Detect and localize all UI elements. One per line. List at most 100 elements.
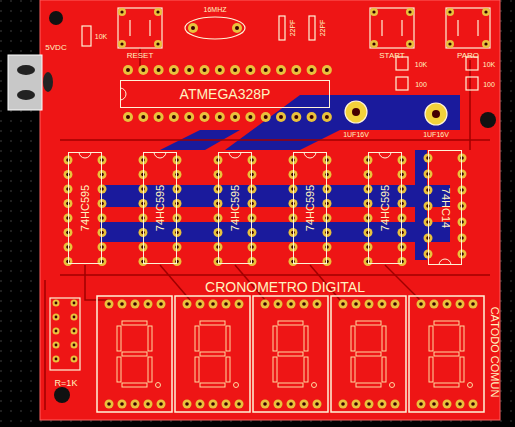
pad xyxy=(222,400,231,409)
pad xyxy=(307,65,317,75)
chip-label: 74HC595 xyxy=(230,185,241,231)
pad xyxy=(446,8,454,16)
pad xyxy=(443,400,452,409)
pad xyxy=(482,8,490,16)
pad xyxy=(98,156,107,165)
pad xyxy=(398,228,407,237)
pad xyxy=(339,300,348,309)
drill-hole xyxy=(460,172,464,176)
pad xyxy=(323,156,332,165)
pad xyxy=(98,199,107,208)
drill-hole xyxy=(55,302,58,305)
bottom-traces xyxy=(100,95,460,260)
silkscreen-label: PARO xyxy=(457,52,479,60)
silkscreen-label: 22PF xyxy=(289,20,296,37)
pad xyxy=(215,112,225,122)
drill-hole xyxy=(289,402,293,406)
drill-hole xyxy=(172,115,176,119)
drill-hole xyxy=(224,302,228,306)
drill-hole xyxy=(471,402,475,406)
drill-hole xyxy=(302,402,306,406)
pad xyxy=(53,314,60,321)
drill-hole xyxy=(372,10,375,13)
drill-hole xyxy=(146,402,150,406)
pad xyxy=(71,314,78,321)
drill-hole xyxy=(175,202,179,206)
pad xyxy=(71,328,78,335)
pad xyxy=(248,243,257,252)
pad xyxy=(245,65,255,75)
drill-hole xyxy=(218,115,222,119)
pad xyxy=(406,40,414,48)
pad xyxy=(183,300,192,309)
drill-hole xyxy=(175,173,179,177)
pad xyxy=(391,400,400,409)
drill-hole xyxy=(393,402,397,406)
power-connector xyxy=(8,55,53,110)
silkscreen-label: 1UF16V xyxy=(423,131,449,138)
drill-hole xyxy=(157,68,161,72)
pad xyxy=(169,112,179,122)
pad xyxy=(378,400,387,409)
pad xyxy=(323,185,332,194)
pad xyxy=(183,400,192,409)
ic-package: 74HC595 xyxy=(143,152,177,264)
drill-hole xyxy=(460,220,464,224)
drill-hole xyxy=(354,302,358,306)
drill-hole xyxy=(250,158,254,162)
drill-hole xyxy=(263,302,267,306)
drill-hole xyxy=(432,302,436,306)
chip-label: 74HC595 xyxy=(80,185,91,231)
pad xyxy=(443,300,452,309)
drill-hole xyxy=(120,42,123,45)
pad xyxy=(458,250,467,259)
drill-hole xyxy=(460,156,464,160)
pad xyxy=(248,199,257,208)
pad xyxy=(287,400,296,409)
pad xyxy=(98,243,107,252)
pad xyxy=(430,400,439,409)
drill-hole xyxy=(175,187,179,191)
board-title: CRONOMETRO DIGITAL xyxy=(205,280,365,294)
drill-hole xyxy=(237,402,241,406)
drill-hole xyxy=(120,10,123,13)
drill-hole xyxy=(218,68,222,72)
pad xyxy=(118,40,126,48)
pad xyxy=(105,400,114,409)
pad xyxy=(157,400,166,409)
drill-hole xyxy=(100,216,104,220)
pad xyxy=(123,112,133,122)
drill-hole xyxy=(250,216,254,220)
pad xyxy=(248,228,257,237)
silkscreen-label: 5VDC xyxy=(45,44,66,52)
drill-hole xyxy=(264,115,268,119)
drill-hole xyxy=(460,236,464,240)
drill-hole xyxy=(187,115,191,119)
ic-package: 74HC595 xyxy=(293,152,327,264)
drill-hole xyxy=(400,260,404,264)
drill-hole xyxy=(120,402,124,406)
drill-hole xyxy=(400,173,404,177)
drill-hole xyxy=(141,115,145,119)
drill-hole xyxy=(393,302,397,306)
pad xyxy=(323,257,332,266)
pad xyxy=(398,156,407,165)
drill-hole xyxy=(156,10,159,13)
drill-hole xyxy=(73,344,76,347)
drill-hole xyxy=(263,402,267,406)
silkscreen-label: 10K xyxy=(483,61,495,68)
drill-hole xyxy=(289,302,293,306)
drill-hole xyxy=(73,358,76,361)
pad xyxy=(300,400,309,409)
pad xyxy=(261,400,270,409)
pad xyxy=(98,185,107,194)
drill-hole xyxy=(408,10,411,13)
silkscreen-label: R=1K xyxy=(55,379,78,388)
pad xyxy=(154,112,164,122)
drill-hole xyxy=(133,402,137,406)
drill-hole xyxy=(73,302,76,305)
drill-hole xyxy=(445,302,449,306)
drill-hole xyxy=(175,245,179,249)
pad xyxy=(274,300,283,309)
